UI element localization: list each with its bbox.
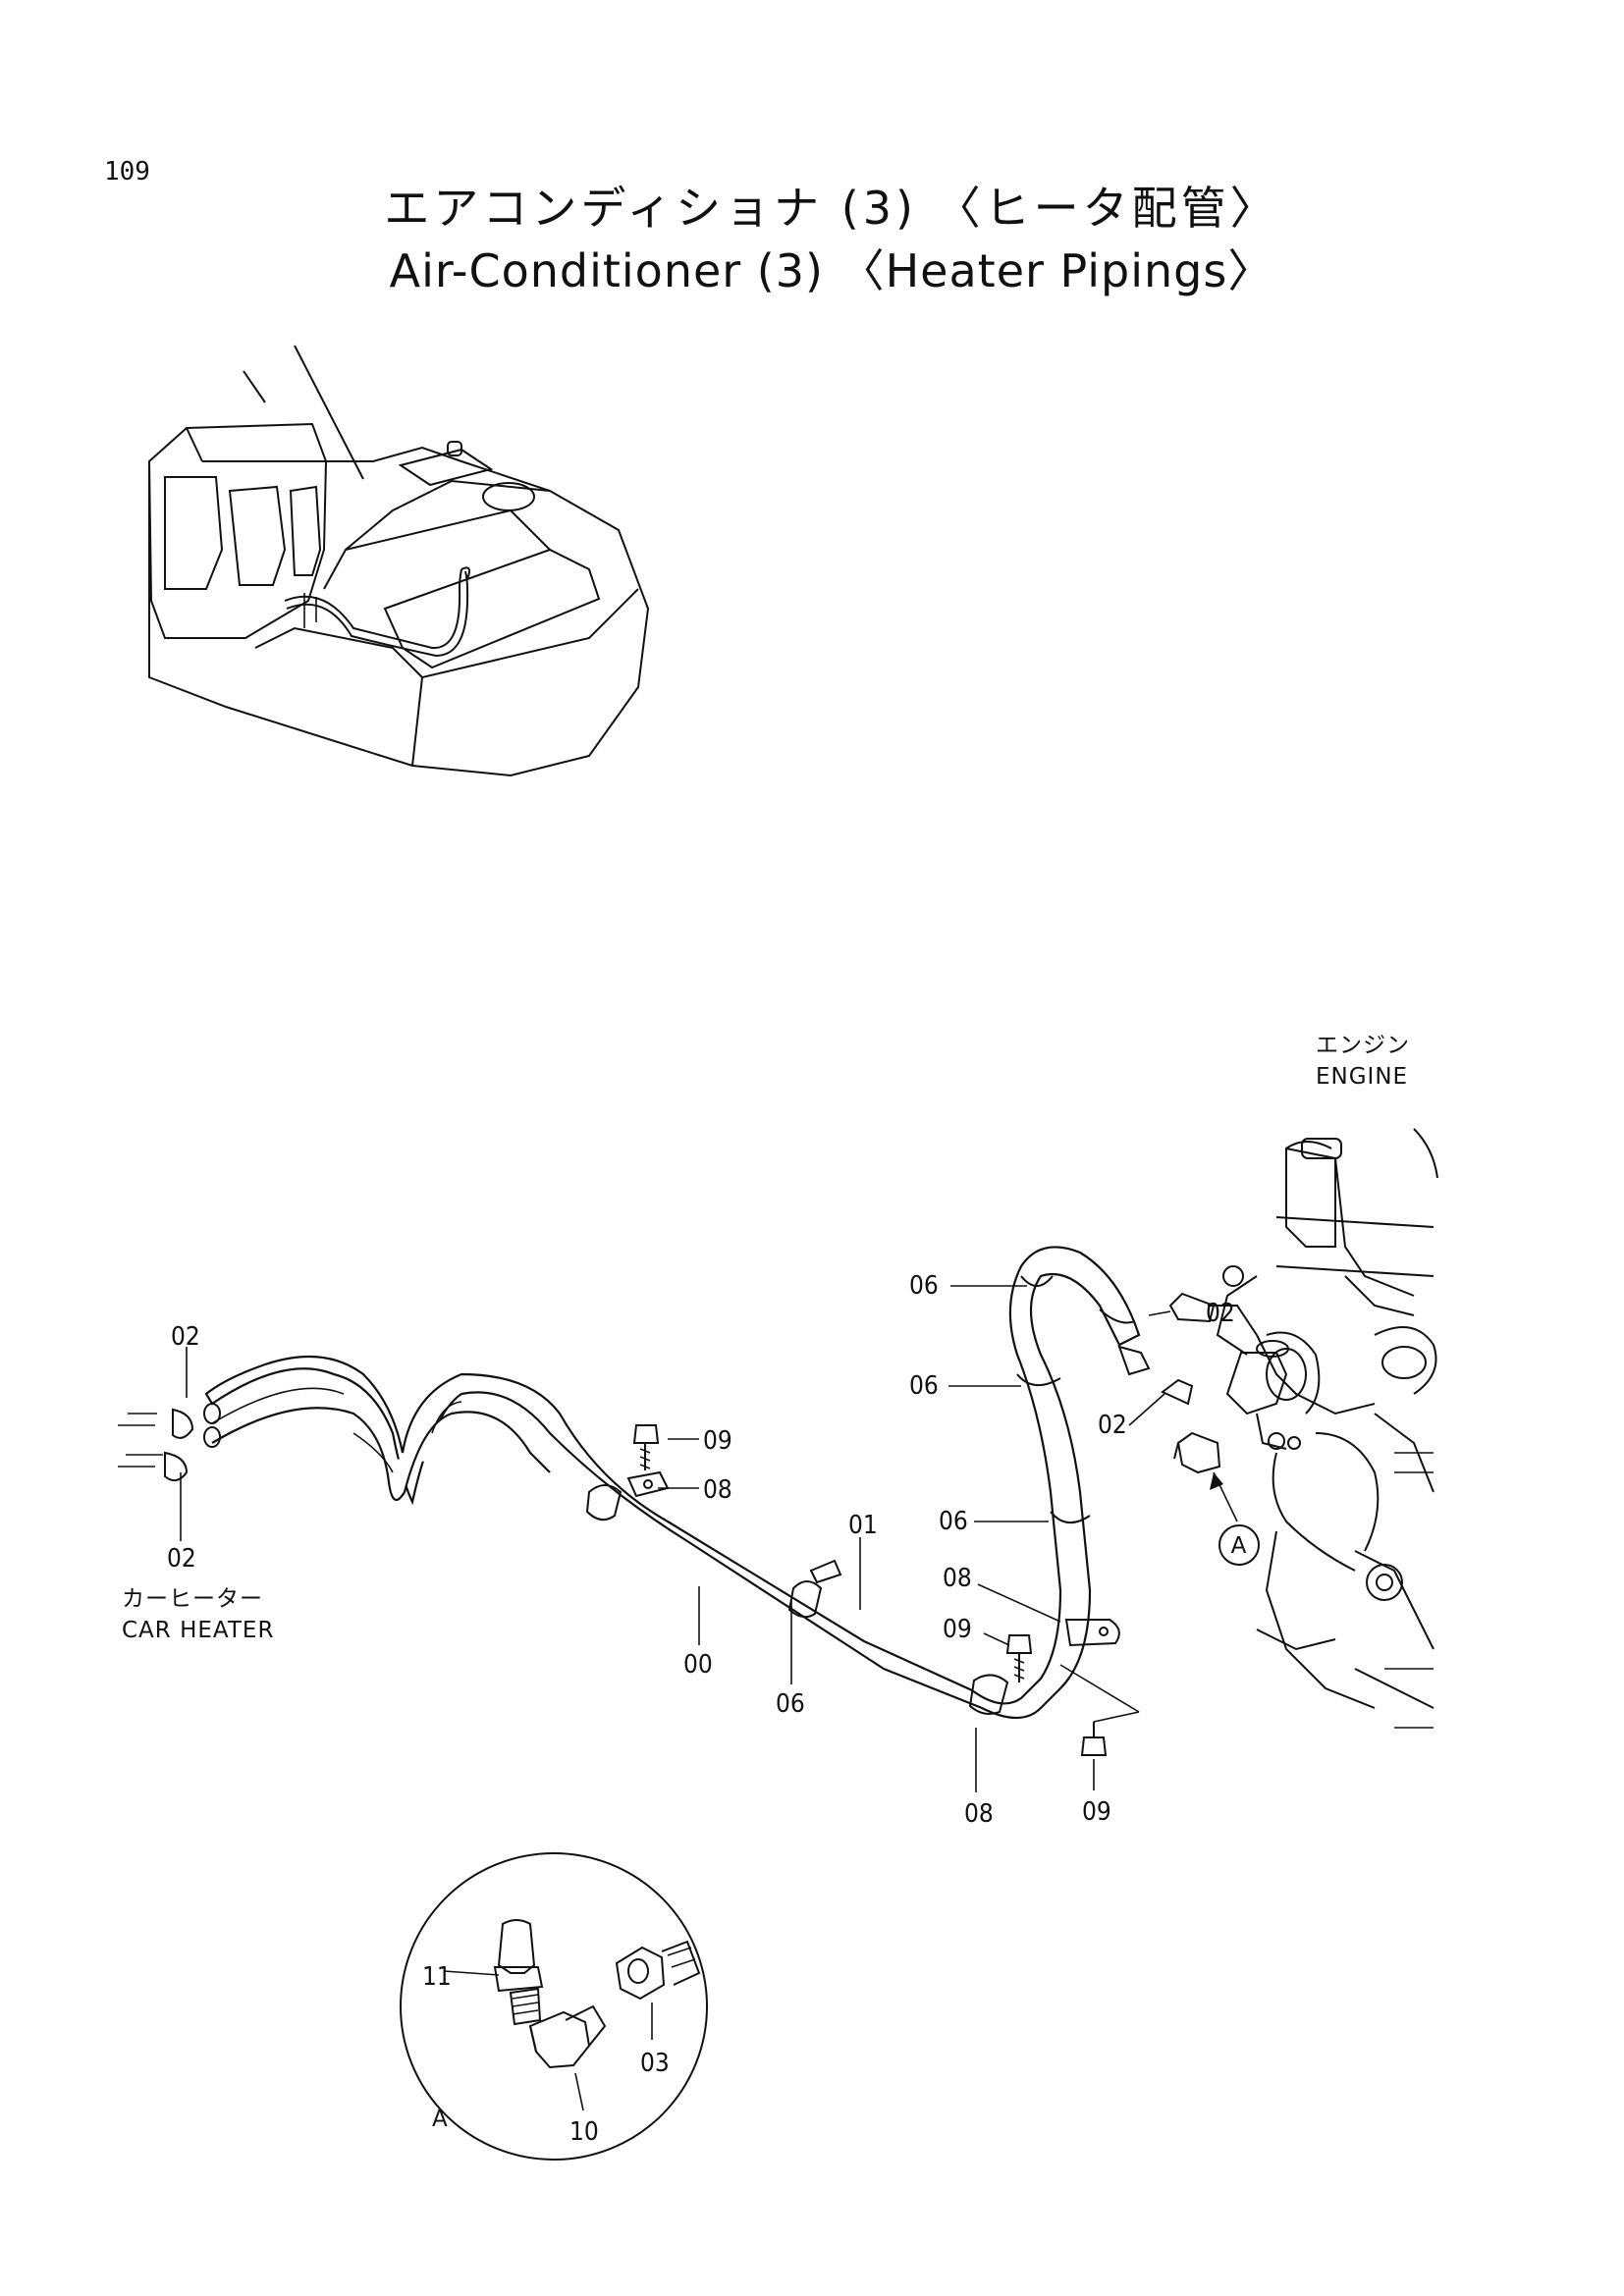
leader-lines — [180, 1285, 1238, 2111]
part-label-10: 10 — [569, 2117, 599, 2147]
part-label-02: 02 — [171, 1322, 200, 1352]
detail-a-callout-letter: A — [1231, 1533, 1248, 1559]
part-label-09: 09 — [943, 1615, 972, 1644]
part-label-09: 09 — [1082, 1797, 1111, 1827]
part-label-06: 06 — [939, 1507, 968, 1536]
part-label-06: 06 — [909, 1271, 939, 1301]
car-heater-label-japanese: カーヒーター — [122, 1586, 263, 1612]
page-title-english: Air-Conditioner (3) 〈Heater Pipings〉 — [389, 244, 1274, 297]
part-label-08: 08 — [943, 1564, 972, 1593]
detail-a-label: A — [432, 2107, 449, 2132]
part-label-02: 02 — [1098, 1411, 1127, 1440]
page-title-japanese: エアコンディショナ (3) 〈ヒータ配管〉 — [384, 182, 1279, 235]
heater-pipe-assembly — [118, 1246, 1151, 1756]
part-label-08: 08 — [964, 1799, 994, 1829]
engine-label-english: ENGINE — [1316, 1064, 1408, 1090]
part-label-08: 08 — [703, 1475, 732, 1505]
part-label-00: 00 — [683, 1650, 713, 1680]
bolt-09-upper — [632, 1424, 660, 1470]
engine-illustration — [1161, 1128, 1438, 1729]
part-label-11: 11 — [422, 1962, 452, 1992]
detail-a-view — [400, 1852, 708, 2161]
part-label-02: 02 — [167, 1544, 196, 1574]
detail-a-callout — [1218, 1524, 1260, 1566]
bolt-09-middle — [1005, 1634, 1033, 1682]
page-number: 109 — [104, 157, 150, 187]
part-number-labels: 02 02 09 08 01 00 06 06 06 06 08 09 08 0… — [167, 1271, 1235, 2147]
car-heater-label-english: CAR HEATER — [122, 1618, 274, 1643]
part-label-06: 06 — [909, 1371, 939, 1401]
excavator-overview-illustration — [147, 345, 650, 777]
bolt-09-lower — [1059, 1664, 1140, 1756]
part-label-03: 03 — [640, 2049, 670, 2078]
part-label-06: 06 — [776, 1689, 805, 1719]
part-label-01: 01 — [848, 1511, 878, 1540]
engine-label-japanese: エンジン — [1316, 1033, 1410, 1058]
part-label-02: 02 — [1206, 1299, 1235, 1328]
part-label-09: 09 — [703, 1426, 732, 1456]
